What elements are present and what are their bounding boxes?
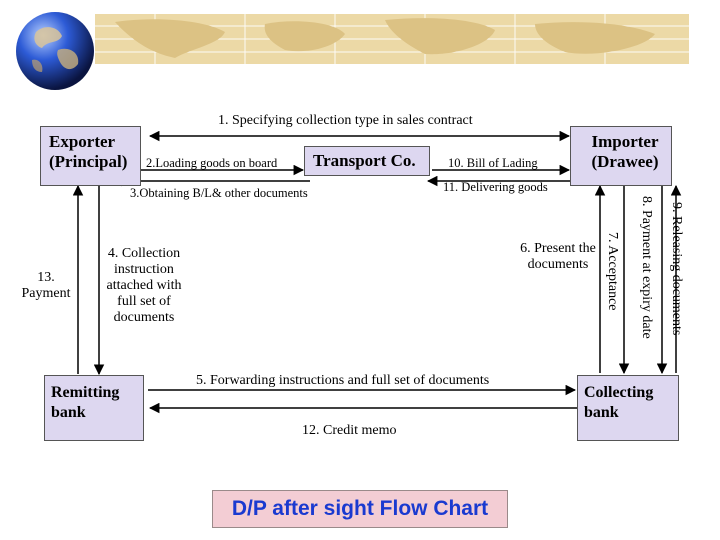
importer-box: Importer (Drawee) [570, 126, 672, 186]
step-8-label: 8. Payment at expiry date [639, 196, 654, 339]
step-12-label: 12. Credit memo [302, 423, 397, 438]
world-map-icon [95, 14, 689, 64]
collecting-bank-box: Collecting bank [577, 375, 679, 441]
step-4-label: 4. Collection instruction attached with … [106, 246, 182, 325]
step-5-label: 5. Forwarding instructions and full set … [196, 373, 490, 388]
chart-title-box: D/P after sight Flow Chart [212, 490, 508, 528]
step-6-label: 6. Present the documents [520, 241, 596, 272]
step-1-label: 1. Specifying collection type in sales c… [218, 113, 473, 128]
step-7-label: 7. Acceptance [605, 232, 620, 311]
world-map-banner [95, 14, 689, 64]
step-11-label: 11. Delivering goods [443, 180, 548, 194]
chart-title: D/P after sight Flow Chart [231, 497, 489, 520]
globe-icon [14, 10, 96, 92]
step-10-label: 10. Bill of Lading [448, 156, 538, 170]
step-9-label: 9. Releasing documents [669, 202, 684, 336]
transport-company-box: Transport Co. [304, 146, 430, 176]
step-3-label: 3.Obtaining B/L& other documents [130, 186, 308, 200]
exporter-box: Exporter (Principal) [40, 126, 141, 186]
remitting-bank-box: Remitting bank [44, 375, 144, 441]
step-13-label: 13. Payment [21, 270, 71, 301]
step-2-label: 2.Loading goods on board [146, 156, 278, 170]
